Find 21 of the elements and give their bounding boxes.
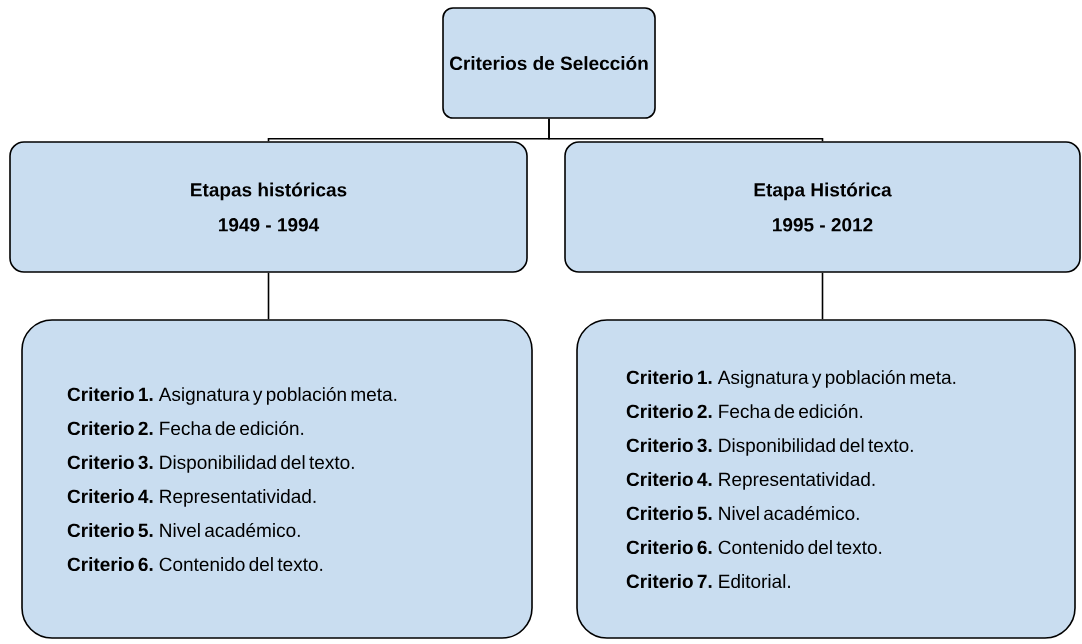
connector-line [821, 272, 824, 320]
criterion-text: Criterio 4. Representatividad. [626, 472, 875, 490]
connector-line [548, 118, 824, 142]
criterion-text: Criterio 1. Asignatura y población meta. [626, 369, 956, 388]
criterion-text: Criterio 1. Asignatura y población meta. [67, 386, 397, 405]
criterion-text: Criterio 5. Nivel académico. [67, 522, 300, 538]
criterion-text: Criterio 5. Nivel académico. [626, 505, 859, 521]
criterion-text: Criterio 4. Representatividad. [67, 489, 316, 507]
stage-box: Etapas históricas 1949 - 1994 [9, 141, 528, 273]
criterion-text: Criterio 2. Fecha de edición. [626, 403, 863, 419]
title-box: Criterios de Selección [442, 7, 656, 119]
criteria-box [576, 319, 1076, 639]
criteria-box [21, 319, 533, 639]
criterion-text: Criterio 3. Disponibilidad del texto. [67, 455, 354, 473]
stage-box: Etapa Histórica 1995 - 2012 [564, 141, 1081, 273]
criterion-text: Criterio 2. Fecha de edición. [67, 420, 304, 436]
connector-line [267, 272, 270, 320]
criterion-text: Criterio 7. Editorial. [626, 574, 790, 589]
criterion-text: Criterio 6. Contenido del texto. [67, 557, 323, 572]
criterion-text: Criterio 6. Contenido del texto. [626, 540, 882, 555]
criterion-text: Criterio 3. Disponibilidad del texto. [626, 438, 913, 456]
